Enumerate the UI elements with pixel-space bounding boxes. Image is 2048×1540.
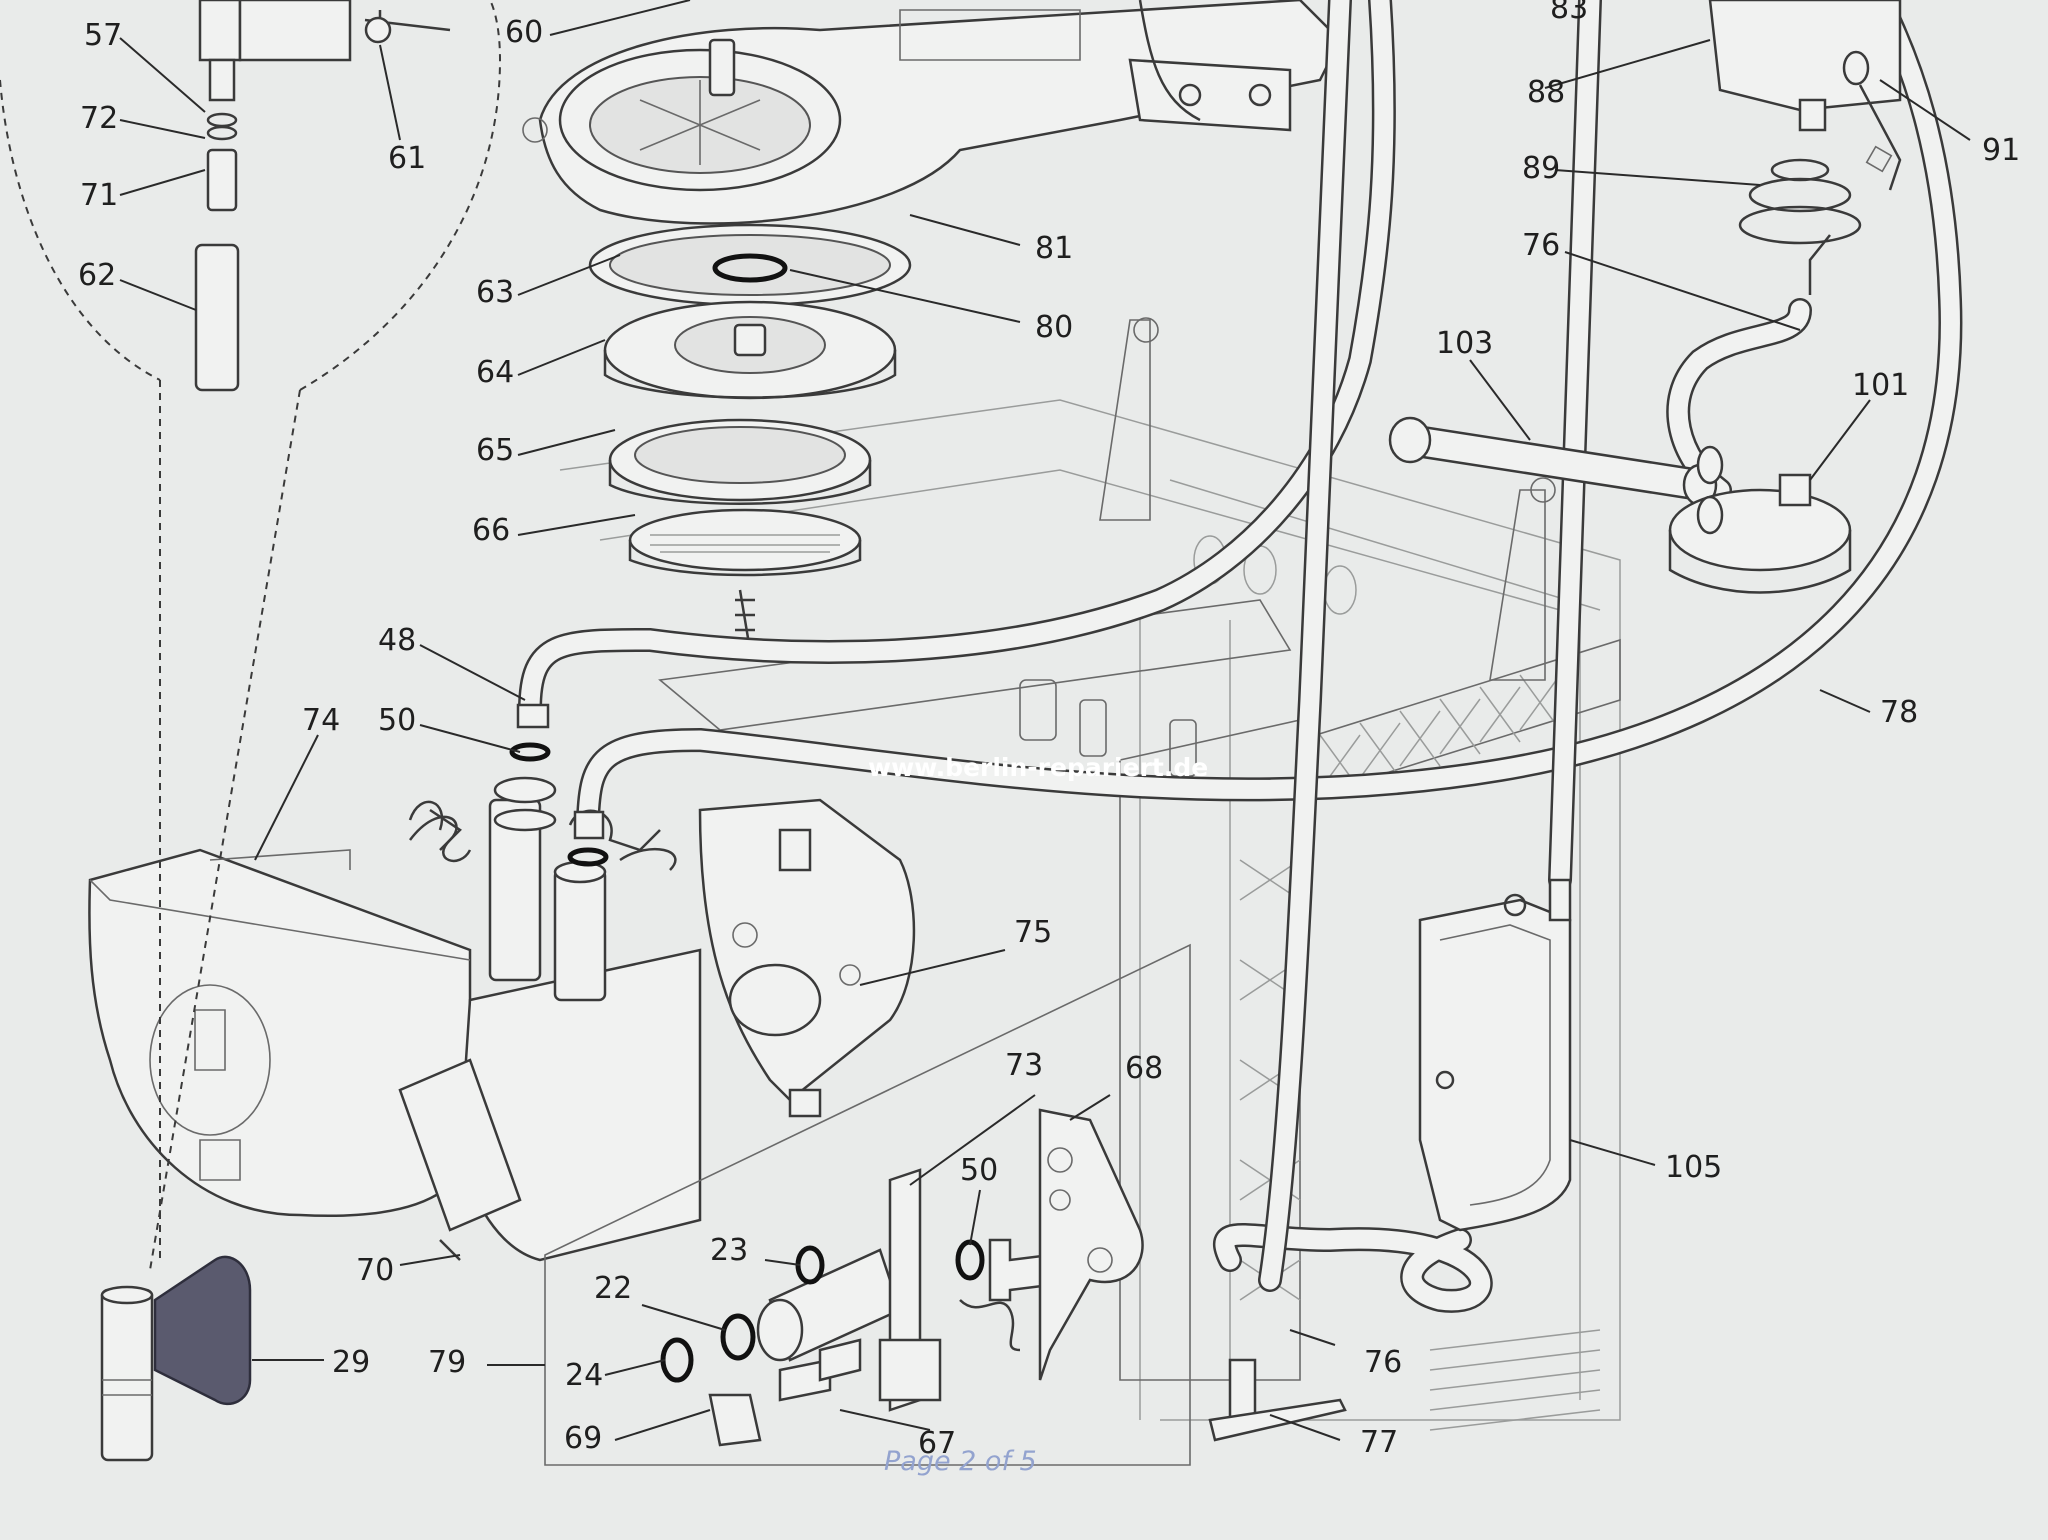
watermark-text: www.berlin-repariert.de (868, 753, 1208, 782)
hoses (518, 0, 1963, 1313)
callout-23: 23 (710, 1233, 748, 1268)
burr-assembly (588, 223, 912, 651)
callout-69: 69 (564, 1421, 602, 1456)
callout-66: 66 (472, 513, 510, 548)
callout-89: 89 (1522, 151, 1560, 186)
callout-60: 60 (505, 15, 543, 50)
o-ring-50b (955, 1239, 985, 1281)
callout-22: 22 (594, 1271, 632, 1306)
callout-73: 73 (1005, 1048, 1043, 1083)
o-ring-50c (567, 847, 609, 867)
page-footer: Page 2 of 5 (884, 1446, 1037, 1477)
callout-50-top: 50 (378, 703, 416, 738)
grinder-housing (522, 0, 1342, 225)
callout-81: 81 (1035, 231, 1073, 266)
callout-76-bottom: 76 (1364, 1345, 1402, 1380)
callout-72: 72 (80, 101, 118, 136)
o-ring-23 (795, 1245, 825, 1285)
callout-103: 103 (1436, 326, 1493, 361)
callout-101: 101 (1852, 368, 1909, 403)
callout-62: 62 (78, 258, 116, 293)
small-parts (409, 703, 1347, 1442)
detail-inset-circle (0, 0, 502, 1271)
o-ring-50a (509, 742, 551, 762)
callout-65: 65 (476, 433, 514, 468)
callout-74: 74 (302, 703, 340, 738)
leader-lines (119, 0, 1971, 1441)
callout-64: 64 (476, 355, 514, 390)
callout-50-bottom: 50 (960, 1153, 998, 1188)
component-105 (1418, 878, 1572, 1232)
callout-79: 79 (428, 1345, 466, 1380)
hinge-29 (100, 1255, 252, 1462)
right-components (1388, 0, 1902, 594)
pump-block-70 (398, 776, 702, 1262)
callout-63: 63 (476, 275, 514, 310)
callout-68: 68 (1125, 1051, 1163, 1086)
callout-83: 83 (1550, 0, 1588, 26)
callout-labels: 57 72 71 62 61 60 83 88 91 89 76 103 101… (78, 0, 2020, 1461)
callout-105: 105 (1665, 1150, 1722, 1185)
callout-78: 78 (1880, 695, 1918, 730)
callout-61: 61 (388, 141, 426, 176)
callout-80: 80 (1035, 310, 1073, 345)
callout-75: 75 (1014, 915, 1052, 950)
callout-77: 77 (1360, 1425, 1398, 1460)
callout-71: 71 (80, 178, 118, 213)
callout-76-top: 76 (1522, 228, 1560, 263)
valve-detail-box-79 (544, 943, 1191, 1466)
callout-48: 48 (378, 623, 416, 658)
o-ring-24 (660, 1337, 694, 1383)
callout-29: 29 (332, 1345, 370, 1380)
callout-70: 70 (356, 1253, 394, 1288)
callout-88: 88 (1527, 75, 1565, 110)
callout-67: 67 (918, 1426, 956, 1461)
plate-75 (698, 798, 916, 1118)
o-ring-80 (712, 253, 788, 283)
o-ring-22 (720, 1313, 756, 1361)
callout-91: 91 (1982, 133, 2020, 168)
side-cover-74 (88, 848, 472, 1217)
callout-24: 24 (565, 1358, 603, 1393)
callout-57: 57 (84, 18, 122, 53)
